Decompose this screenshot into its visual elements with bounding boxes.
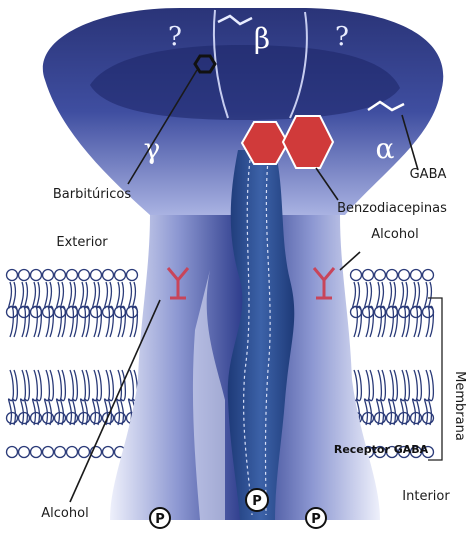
- subunit-alpha: α: [376, 132, 395, 165]
- leader-alcohol-top: [340, 252, 360, 270]
- membrane-right: [351, 270, 434, 458]
- subunit-unknown-right: ?: [335, 22, 349, 52]
- lipid-head: [19, 270, 30, 281]
- lipid-head: [19, 447, 30, 458]
- lipid-head: [103, 270, 114, 281]
- lipid-head: [79, 447, 90, 458]
- subunit-unknown-left: ?: [168, 22, 182, 52]
- lipid-head: [67, 270, 78, 281]
- lipid-head: [399, 270, 410, 281]
- phosphate-right: P: [306, 508, 326, 528]
- lipid-head: [7, 447, 18, 458]
- phosphate-left: P: [150, 508, 170, 528]
- lipid-head: [31, 270, 42, 281]
- label-alcohol-bottom: Alcohol: [41, 506, 88, 521]
- phosphate-left-label: P: [155, 512, 165, 527]
- label-barbituricos: Barbitúricos: [53, 187, 131, 202]
- lipid-head: [7, 270, 18, 281]
- lipid-head: [423, 270, 434, 281]
- lipid-head: [411, 270, 422, 281]
- lipid-head: [103, 447, 114, 458]
- subunit-gamma: γ: [144, 132, 161, 165]
- lipid-head: [55, 270, 66, 281]
- label-alcohol-top: Alcohol: [371, 227, 418, 242]
- lipid-head: [55, 447, 66, 458]
- lipid-head: [127, 270, 138, 281]
- lipid-head: [115, 270, 126, 281]
- lipid-head: [67, 447, 78, 458]
- lipid-head: [43, 447, 54, 458]
- lipid-head: [31, 447, 42, 458]
- subunit-beta: β: [254, 22, 270, 55]
- phosphate-center: P: [246, 489, 268, 511]
- lipid-head: [351, 270, 362, 281]
- label-interior: Interior: [402, 489, 450, 504]
- phosphate-center-label: P: [252, 494, 262, 509]
- label-receptor-gaba: Receptor GABA: [334, 443, 429, 456]
- lipid-head: [363, 270, 374, 281]
- phosphate-right-label: P: [311, 512, 321, 527]
- lipid-head: [79, 270, 90, 281]
- label-membrana: Membrana: [452, 371, 467, 441]
- label-gaba: GABA: [410, 167, 447, 182]
- label-exterior: Exterior: [56, 235, 108, 250]
- lipid-head: [91, 270, 102, 281]
- lipid-head: [375, 270, 386, 281]
- lipid-head: [43, 270, 54, 281]
- lipid-head: [387, 270, 398, 281]
- membrane-left: [7, 270, 138, 458]
- label-benzodiacepinas: Benzodiacepinas: [337, 201, 447, 216]
- membrane-bracket: [428, 298, 442, 460]
